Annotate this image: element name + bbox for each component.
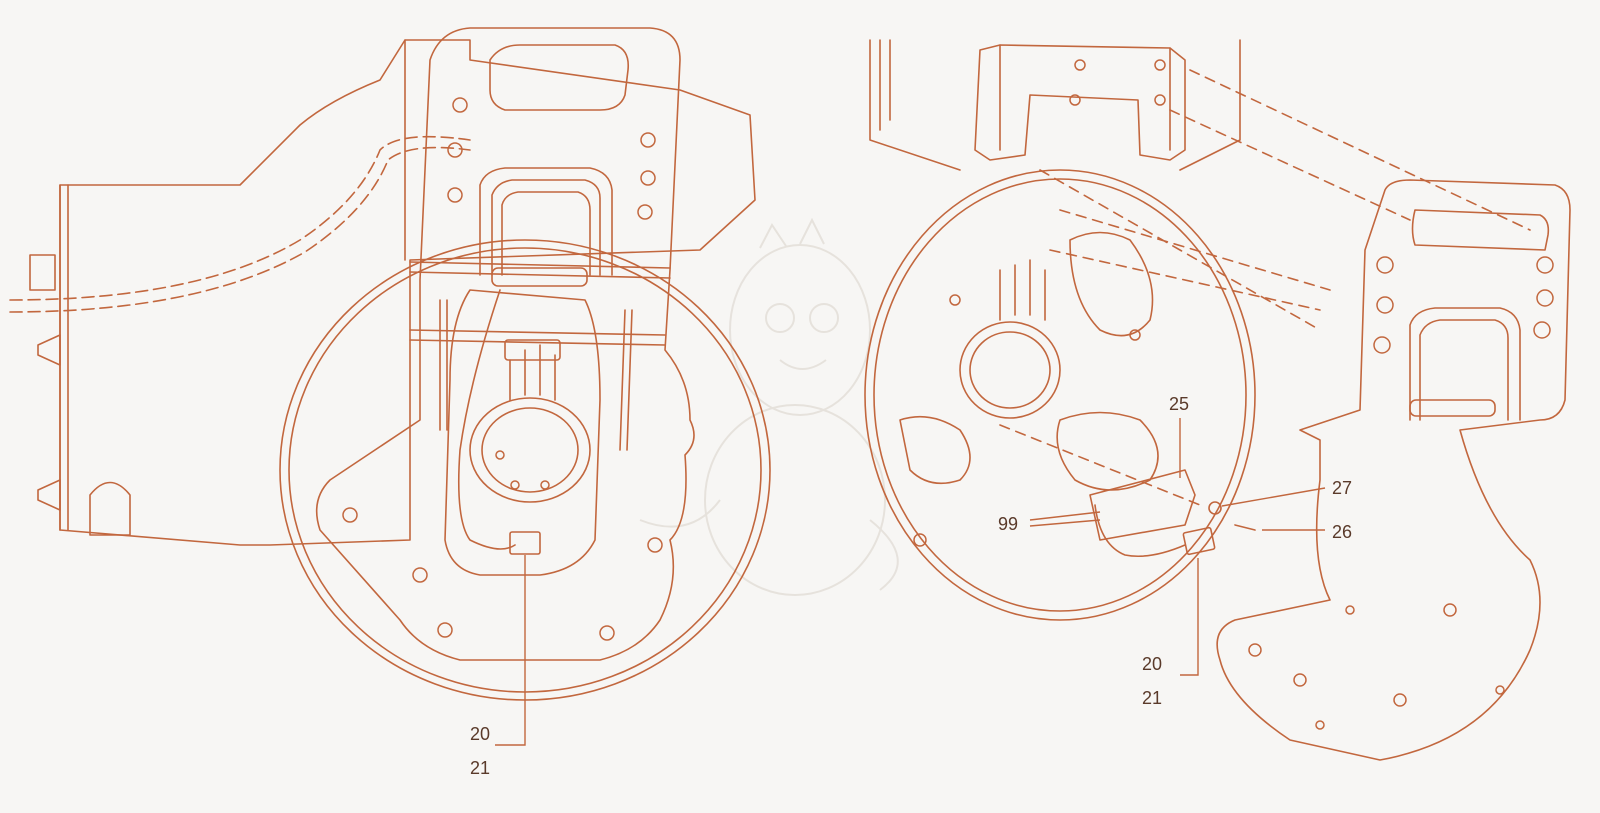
grip-handle [479, 167, 613, 276]
right-callout-99: 99 [998, 514, 1018, 534]
mounting-plate [315, 27, 695, 661]
right-callout-leaders [1029, 418, 1326, 676]
right-callout-26: 26 [1332, 522, 1352, 542]
left-bolt-holes [342, 97, 663, 641]
connector-block [509, 531, 541, 555]
right-callout-20: 20 [1142, 654, 1162, 674]
bracket-plate [1089, 469, 1196, 541]
exploded-mounting-plate [1216, 179, 1571, 761]
connector-block-right [1182, 526, 1216, 556]
watermark-mascot-icon [639, 217, 899, 596]
left-assembled-view [9, 27, 771, 701]
housing-body [59, 39, 756, 546]
left-callout-21: 21 [470, 758, 490, 778]
right-callout-27: 27 [1332, 478, 1352, 498]
right-callout-25: 25 [1169, 394, 1189, 414]
right-exploded-view [864, 39, 1571, 761]
drum-right [864, 169, 1256, 621]
left-callout-leader [495, 555, 526, 746]
right-callout-21: 21 [1142, 688, 1162, 708]
left-callout-20: 20 [470, 724, 490, 744]
hub-ring [469, 397, 591, 503]
right-bolt-holes [913, 59, 1554, 730]
